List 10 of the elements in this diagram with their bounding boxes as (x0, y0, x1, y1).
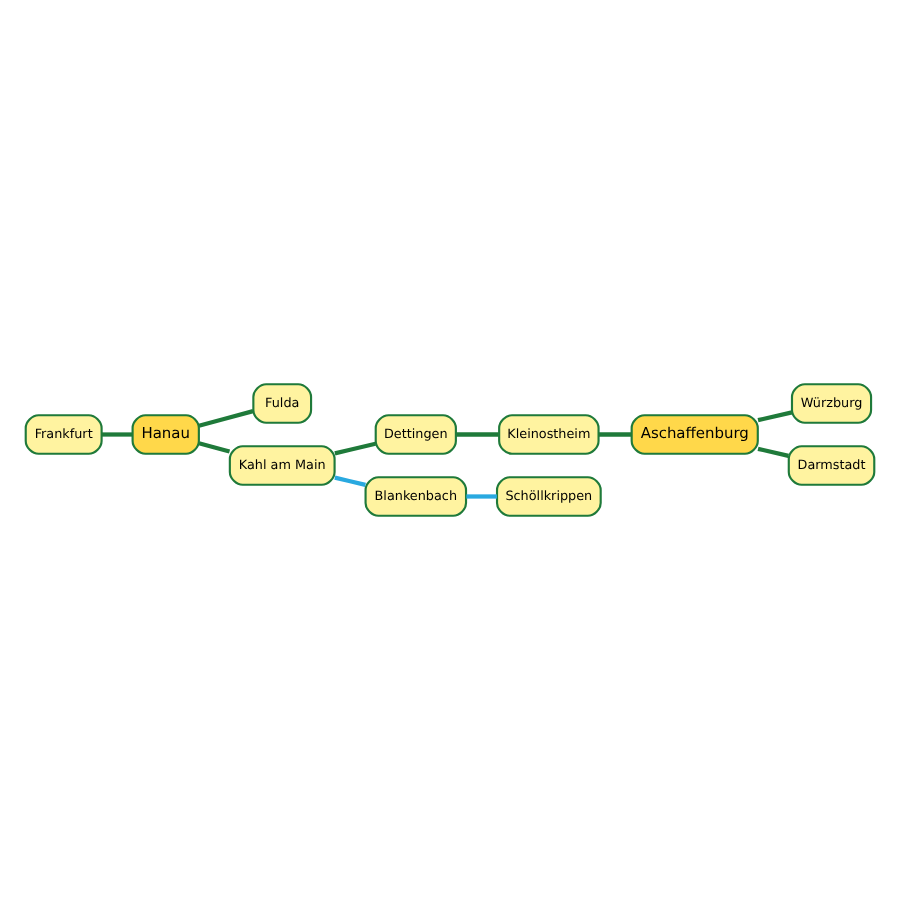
connector (101, 432, 133, 437)
connector (757, 446, 789, 458)
connector (198, 409, 254, 428)
connector (334, 475, 366, 487)
connector (198, 441, 231, 454)
connector (456, 432, 499, 437)
connector (334, 441, 376, 456)
connector (757, 410, 793, 423)
connector (466, 494, 497, 499)
connector (598, 432, 632, 437)
